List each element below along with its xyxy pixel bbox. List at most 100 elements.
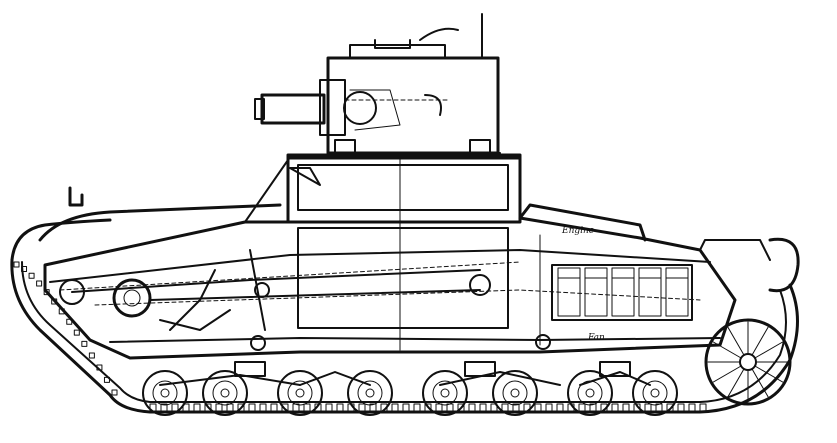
track-link <box>103 376 110 383</box>
road-wheel <box>277 370 323 416</box>
track-link <box>611 403 619 412</box>
turret-base-left <box>334 139 356 157</box>
gear-hub <box>469 274 491 296</box>
turret <box>254 13 501 157</box>
road-wheel <box>422 370 468 416</box>
track-link <box>545 403 553 412</box>
track-link <box>501 403 509 412</box>
track-link <box>111 389 118 396</box>
turret-base-right <box>469 139 491 157</box>
handle <box>419 27 459 41</box>
cylinder <box>557 267 581 317</box>
bogie-spring-2 <box>464 361 496 377</box>
spoke <box>727 368 745 398</box>
road-wheel <box>492 370 538 416</box>
spoke <box>751 326 769 356</box>
steering-linkage <box>71 269 481 293</box>
track-link <box>21 266 28 273</box>
engine-block <box>551 264 693 321</box>
upper-panel <box>297 164 509 211</box>
track-link <box>666 403 674 412</box>
track-link <box>578 403 586 412</box>
rear-idler <box>704 318 792 406</box>
track-link <box>424 403 432 412</box>
road-wheels <box>142 370 678 416</box>
rear-idler-spokes <box>707 321 789 403</box>
track <box>10 203 799 414</box>
hull-floor <box>109 337 721 343</box>
spoke <box>712 341 742 359</box>
turret-body <box>326 56 500 155</box>
suspension-bogies <box>159 361 651 386</box>
hull-lower-line <box>49 249 711 283</box>
drive-shaft <box>149 289 481 301</box>
gun-mechanism <box>343 89 451 131</box>
track-link <box>215 403 223 412</box>
turret-cupola <box>349 44 446 59</box>
engine-label: Engine <box>561 226 594 236</box>
pivot-front <box>254 282 270 298</box>
track-link <box>204 403 212 412</box>
engine-deck <box>518 203 647 242</box>
track-link <box>160 403 168 412</box>
exhaust-pipe <box>699 239 771 261</box>
spoke <box>754 365 784 383</box>
turret-mantlet <box>319 79 346 136</box>
track-upper-run <box>10 218 112 262</box>
bogie-spring-3 <box>599 361 631 377</box>
drive-sprocket <box>112 278 152 318</box>
cylinder <box>584 267 608 317</box>
road-wheel <box>202 370 248 416</box>
track-link <box>556 403 564 412</box>
track-link <box>73 329 80 336</box>
track-link <box>13 261 20 268</box>
track-link <box>413 403 421 412</box>
track-link <box>81 340 88 347</box>
periscope <box>374 39 411 49</box>
glacis-front <box>244 159 289 223</box>
rear-hub-small <box>535 334 551 350</box>
track-link <box>303 403 311 412</box>
track-link <box>182 403 190 412</box>
track-link <box>435 403 443 412</box>
track-link <box>336 403 344 412</box>
track-link <box>28 272 35 279</box>
track-link <box>369 403 377 412</box>
rear-idler-rim <box>704 318 792 406</box>
track-link <box>512 403 520 412</box>
road-wheel <box>347 370 393 416</box>
track-link <box>171 403 179 412</box>
superstructure <box>244 156 522 351</box>
track-link <box>325 403 333 412</box>
track-outline-outer <box>10 203 799 414</box>
track-link <box>270 403 278 412</box>
track-link <box>391 403 399 412</box>
pivot-lower <box>250 335 266 351</box>
track-link <box>490 403 498 412</box>
road-wheel <box>632 370 678 416</box>
cylinder <box>638 267 662 317</box>
machine-gun-barrel <box>260 93 326 125</box>
hull-hidden-line-1 <box>59 261 521 291</box>
track-link <box>468 403 476 412</box>
track-link <box>534 403 542 412</box>
hull-hidden-line-2 <box>94 289 701 306</box>
driver-lever <box>249 249 266 331</box>
track-link <box>281 403 289 412</box>
track-link <box>589 403 597 412</box>
pedal-arm <box>169 269 216 331</box>
track-link <box>622 403 630 412</box>
spoke <box>754 341 784 359</box>
track-link <box>193 403 201 412</box>
front-mechanism <box>59 186 491 351</box>
track-link <box>677 403 685 412</box>
track-link <box>699 403 707 412</box>
cylinder <box>665 267 689 317</box>
track-outline-inner <box>21 261 787 403</box>
bogie-spring-1 <box>234 361 266 377</box>
spoke <box>751 368 769 398</box>
spoke <box>712 365 742 383</box>
track-link <box>96 364 103 371</box>
hatch <box>289 167 321 186</box>
